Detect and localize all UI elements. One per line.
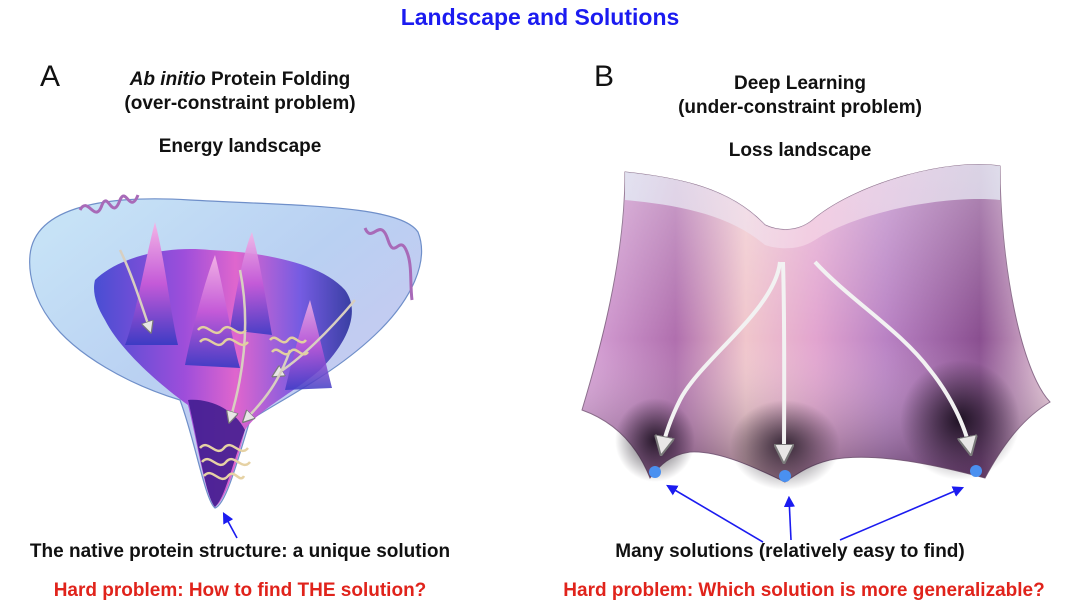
page-title: Landscape and Solutions bbox=[400, 4, 680, 30]
panel-b-caption: Many solutions (relatively easy to find) bbox=[615, 541, 965, 562]
panel-a-heading-line2: (over-constraint problem) bbox=[124, 93, 356, 114]
panel-b-problem: Hard problem: Which solution is more gen… bbox=[563, 580, 1045, 601]
solutions-arrow-right bbox=[839, 486, 965, 541]
panel-a-heading-rest: Protein Folding bbox=[205, 69, 351, 90]
solution-dot-middle bbox=[779, 470, 791, 482]
solutions-arrow-middle bbox=[783, 495, 796, 541]
panel-a-problem: Hard problem: How to find THE solution? bbox=[53, 580, 427, 601]
solution-dot-right bbox=[970, 465, 982, 477]
solution-dot-left bbox=[649, 466, 661, 478]
panel-a-heading-italic: Ab initio bbox=[129, 69, 206, 90]
energy-landscape-label: Energy landscape bbox=[158, 136, 322, 157]
loss-landscape-label: Loss landscape bbox=[728, 140, 872, 161]
loss-landscape-surface bbox=[581, 163, 1051, 490]
panel-b-heading-line1: Deep Learning bbox=[734, 73, 866, 94]
panel-a-caption: The native protein structure: a unique s… bbox=[29, 541, 451, 562]
native-structure-arrow bbox=[222, 512, 238, 539]
panel-a-heading: Ab initio Protein Folding (over-constrai… bbox=[90, 68, 390, 116]
panel-a-letter: A bbox=[40, 60, 61, 93]
energy-landscape-funnel bbox=[29, 194, 423, 509]
panel-b-letter: B bbox=[594, 60, 615, 93]
panel-b-heading: Deep Learning (under-constraint problem) bbox=[640, 72, 960, 120]
solutions-arrow-left bbox=[666, 484, 764, 543]
panel-b-heading-line2: (under-constraint problem) bbox=[678, 97, 922, 118]
